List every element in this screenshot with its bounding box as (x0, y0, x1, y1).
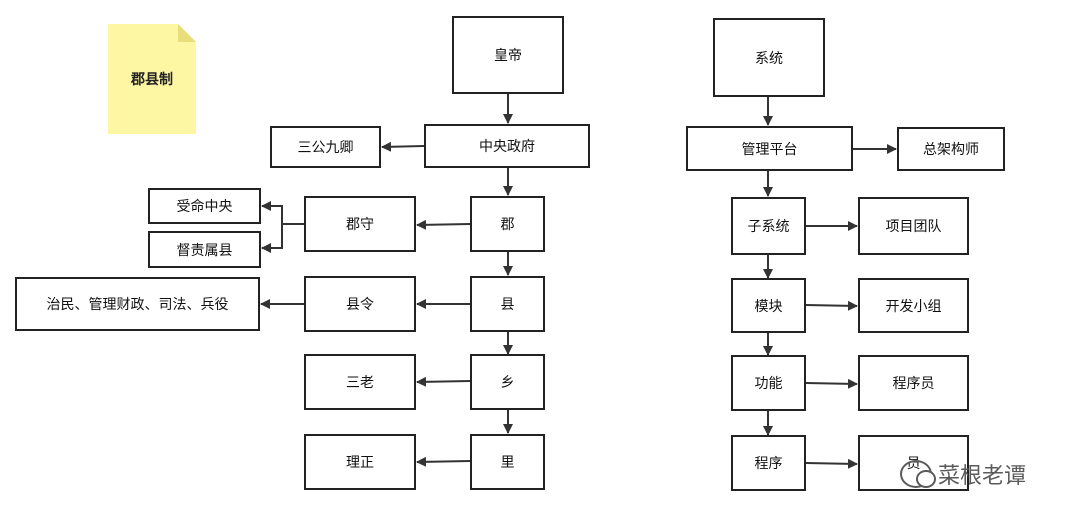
box-receive-order: 受命中央 (148, 188, 261, 224)
label-xiang: 乡 (500, 375, 515, 391)
box-module: 模块 (731, 278, 806, 333)
label-dev-group: 开发小组 (885, 298, 942, 315)
sticky-note: 郡县制 (108, 24, 196, 134)
box-jun: 郡 (470, 196, 545, 252)
note-label: 郡县制 (131, 72, 173, 88)
arrow-program-last (805, 458, 858, 469)
label-supervise: 督责属县 (176, 242, 233, 259)
arrow-xiang-sanlao (416, 376, 471, 387)
box-programmer: 程序员 (858, 355, 969, 411)
box-xianling: 县令 (304, 276, 416, 332)
label-receive-order: 受命中央 (176, 199, 233, 215)
label-program: 程序 (754, 456, 783, 472)
label-sanlao: 三老 (346, 375, 374, 391)
box-subsystem: 子系统 (731, 197, 806, 255)
label-programmer: 程序员 (892, 376, 935, 392)
label-system: 系统 (755, 50, 783, 67)
box-emperor: 皇帝 (452, 16, 564, 94)
box-duties: 治民、管理财政、司法、兵役 (15, 277, 260, 331)
label-jun: 郡 (500, 217, 515, 233)
wechat-icon (900, 460, 936, 488)
box-platform: 管理平台 (686, 126, 853, 171)
note-fold (178, 24, 196, 42)
label-function: 功能 (754, 376, 783, 392)
box-dev-group: 开发小组 (858, 278, 969, 333)
label-xian: 县 (500, 297, 515, 313)
bracket-junshou (261, 201, 304, 225)
box-xiang: 乡 (470, 354, 545, 410)
label-lizheng: 理正 (346, 455, 374, 471)
box-system: 系统 (713, 18, 825, 97)
label-emperor: 皇帝 (494, 48, 522, 64)
box-supervise: 督责属县 (148, 231, 261, 268)
label-three-dukes: 三公九卿 (297, 140, 354, 156)
label-duties: 治民、管理财政、司法、兵役 (46, 297, 229, 313)
label-li: 里 (500, 455, 515, 471)
label-central-gov: 中央政府 (479, 139, 535, 155)
box-lizheng: 理正 (304, 434, 416, 490)
arrow-function-programmer (805, 378, 858, 389)
label-subsystem: 子系统 (747, 219, 790, 235)
label-project-team: 项目团队 (885, 219, 942, 235)
label-platform: 管理平台 (741, 141, 798, 158)
box-program: 程序 (731, 435, 806, 491)
label-junshou: 郡守 (346, 217, 374, 233)
box-project-team: 项目团队 (858, 197, 969, 255)
watermark: 菜根老谭 (900, 458, 1026, 490)
box-xian: 县 (470, 276, 545, 332)
label-xianling: 县令 (346, 297, 374, 313)
box-junshou: 郡守 (304, 196, 416, 252)
box-three-dukes: 三公九卿 (270, 126, 381, 168)
box-sanlao: 三老 (304, 354, 416, 410)
label-architect: 总架构师 (923, 142, 979, 158)
box-function: 功能 (731, 355, 806, 411)
box-li: 里 (470, 434, 545, 490)
arrow-li-lizheng (416, 456, 471, 467)
watermark-text: 菜根老谭 (938, 464, 1027, 489)
arrow-central-dukes (381, 141, 425, 152)
box-architect: 总架构师 (897, 127, 1005, 171)
label-module: 模块 (754, 298, 783, 315)
box-central-gov: 中央政府 (424, 124, 590, 168)
arrow-jun-junshou (416, 219, 471, 230)
arrow-module-dev (805, 300, 858, 311)
bracket-junshou-2 (261, 224, 283, 253)
